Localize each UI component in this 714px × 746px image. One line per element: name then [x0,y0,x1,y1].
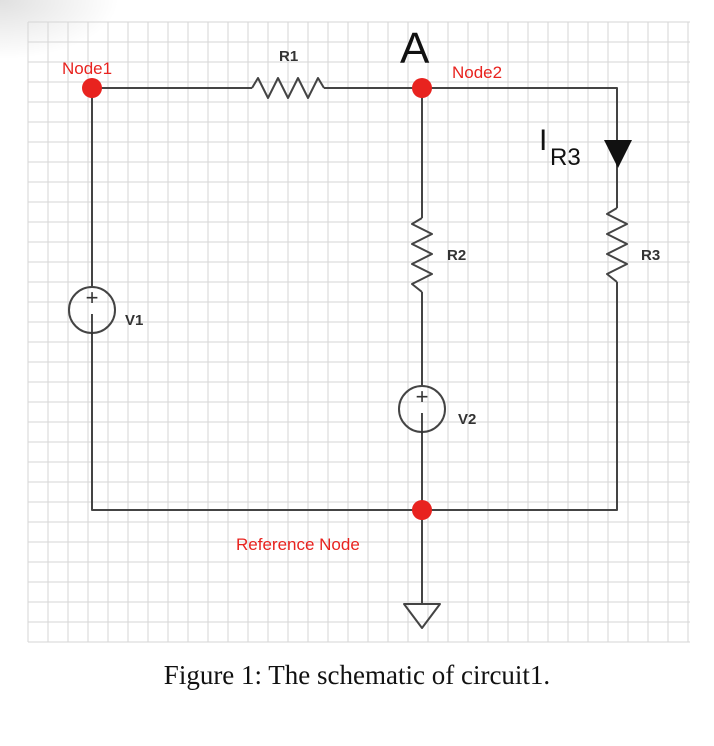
current-subscript: R3 [550,144,581,171]
resistor-r1 [251,77,325,99]
figure-caption: Figure 1: The schematic of circuit1. [163,660,551,690]
wires [91,77,628,604]
v1-label: V1 [125,312,143,329]
node1-dot [82,78,102,98]
wire-v1-ref [91,333,422,511]
node-a-label: A [400,24,430,73]
v2-plus-sign: + [416,384,429,409]
ground-icon [403,603,441,629]
wire-r3-bottom [422,282,618,511]
v1-plus-sign: + [86,285,99,310]
reference-node-label: Reference Node [236,535,360,554]
voltage-source-v1: + | [68,285,116,335]
grid-background [27,21,690,643]
corner-shadow [0,0,120,60]
reference-node-dot [412,500,432,520]
v1-minus-sign: | [89,310,95,335]
current-symbol: I [539,124,547,157]
v1-circle [68,286,116,334]
node1-label: Node1 [62,59,112,78]
voltage-source-v2: + | [398,384,446,434]
r1-label: R1 [279,48,298,65]
resistor-r2 [411,217,433,293]
r2-label: R2 [447,247,466,264]
v2-circle [398,385,446,433]
circuit-schematic: + | + | Node1 Node2 A Reference Node R1 … [27,21,690,643]
r3-label: R3 [641,247,660,264]
wire-node2-r3 [422,87,618,208]
current-arrow-icon [604,140,632,168]
node2-label: Node2 [452,63,502,82]
resistor-r3 [606,207,628,283]
v2-minus-sign: | [419,409,425,434]
node2-dot [412,78,432,98]
v2-label: V2 [458,411,476,428]
